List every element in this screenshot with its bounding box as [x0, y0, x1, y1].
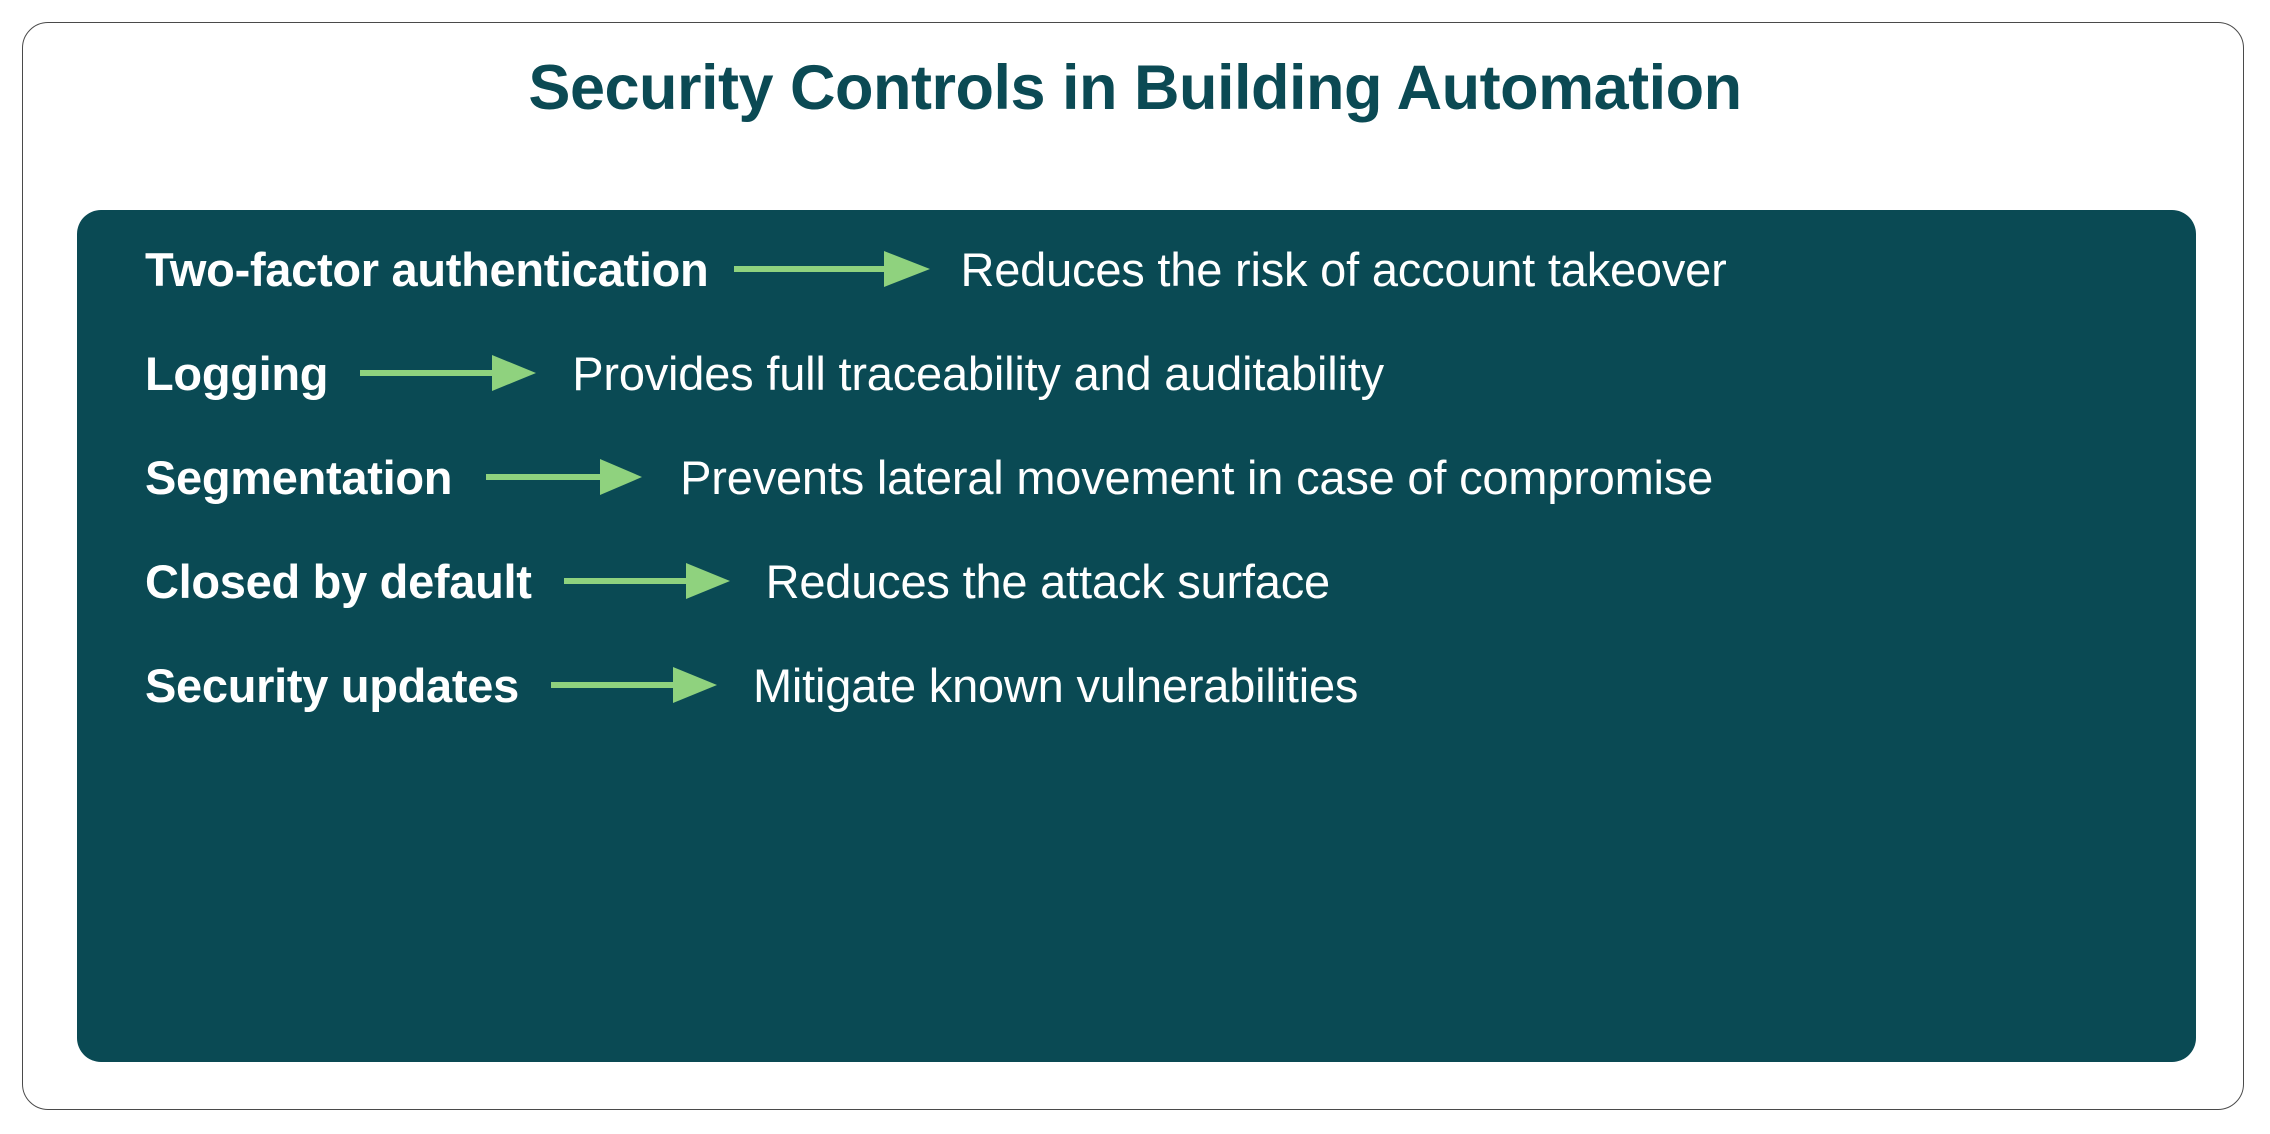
control-label: Segmentation — [145, 450, 453, 504]
control-description: Reduces the risk of account takeover — [960, 242, 1727, 296]
control-description: Prevents lateral movement in case of com… — [680, 450, 1714, 504]
right-arrow-icon — [452, 455, 680, 499]
list-item: Two-factor authentication Reduces the ri… — [145, 234, 1727, 304]
list-item: Security updates Mitigate known vulnerab… — [145, 650, 1358, 720]
list-item: Logging Provides full traceability and a… — [145, 338, 1384, 408]
right-arrow-icon — [328, 351, 572, 395]
right-arrow-icon — [519, 663, 753, 707]
control-label: Logging — [145, 346, 329, 400]
list-item: Closed by default Reduces the attack sur… — [145, 546, 1330, 616]
page-title: Security Controls in Building Automation — [528, 53, 1742, 123]
right-arrow-icon — [708, 247, 960, 291]
control-label: Two-factor authentication — [145, 242, 709, 296]
control-description: Reduces the attack surface — [765, 554, 1331, 608]
controls-panel: Two-factor authentication Reduces the ri… — [77, 210, 2196, 1062]
controls-list: Two-factor authentication Reduces the ri… — [77, 210, 2196, 1062]
control-label: Security updates — [145, 658, 519, 712]
control-description: Provides full traceability and auditabil… — [572, 346, 1384, 400]
right-arrow-icon — [532, 559, 766, 603]
control-description: Mitigate known vulnerabilities — [752, 658, 1359, 712]
list-item: Segmentation Prevents lateral movement i… — [145, 442, 1713, 512]
control-label: Closed by default — [145, 554, 532, 608]
